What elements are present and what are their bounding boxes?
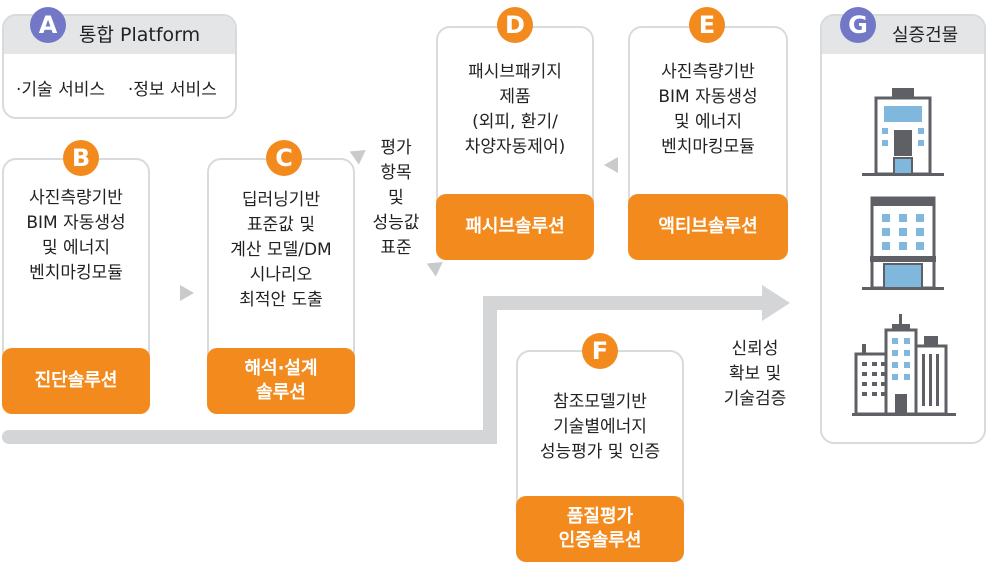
g-title: 실증건물 <box>892 25 959 46</box>
service-tech: ·기술 서비스 <box>16 80 106 100</box>
badge-e: E <box>689 7 725 43</box>
city-towers-icon <box>852 314 956 416</box>
apartment-building-icon <box>862 196 944 290</box>
card-c-description: 딥러닝기반 표준값 및 계산 모델/DM 시나리오 최적안 도출 <box>230 190 332 310</box>
card-f-description: 참조모델기반 기술별에너지 성능평가 및 인증 <box>539 392 661 462</box>
card-g: 실증건물 <box>820 14 986 444</box>
platform-title: 통합 Platform <box>79 24 201 46</box>
card-e-description: 사진측량기반 BIM 자동생성 및 에너지 벤치마킹모듈 <box>658 62 758 157</box>
solution-diagnosis: 진단솔루션 <box>2 348 150 414</box>
platform-services: ·기술 서비스 ·정보 서비스 <box>16 78 217 102</box>
flow-arrowhead <box>762 285 790 321</box>
badge-f: F <box>582 333 618 369</box>
solution-quality-certification: 품질평가 인증솔루션 <box>516 496 684 562</box>
badge-b: B <box>63 140 99 176</box>
service-info: ·정보 서비스 <box>127 80 217 100</box>
evaluation-label: 평가 항목 및 성능값 표준 <box>372 138 420 258</box>
office-building-icon <box>862 88 944 176</box>
solution-analysis-design: 해석·설계 솔루션 <box>207 348 355 414</box>
flow-line-horizontal-bottom <box>2 430 497 444</box>
card-d-description: 패시브패키지 제품 (외피, 환기/ 차양자동제어) <box>464 62 566 157</box>
flow-line-vertical <box>483 296 497 444</box>
badge-g: G <box>840 7 876 43</box>
verification-label: 신뢰성 확보 및 기술검증 <box>723 339 787 409</box>
solution-passive: 패시브솔루션 <box>436 194 594 260</box>
badge-c: C <box>266 140 302 176</box>
badge-a: A <box>30 7 66 43</box>
arrow-e-to-d <box>604 157 618 173</box>
arrow-b-to-c <box>180 285 194 301</box>
badge-d: D <box>497 7 533 43</box>
solution-active: 액티브솔루션 <box>628 194 788 260</box>
card-b-description: 사진측량기반 BIM 자동생성 및 에너지 벤치마킹모듈 <box>26 188 126 283</box>
flow-line-horizontal-top <box>483 296 765 310</box>
